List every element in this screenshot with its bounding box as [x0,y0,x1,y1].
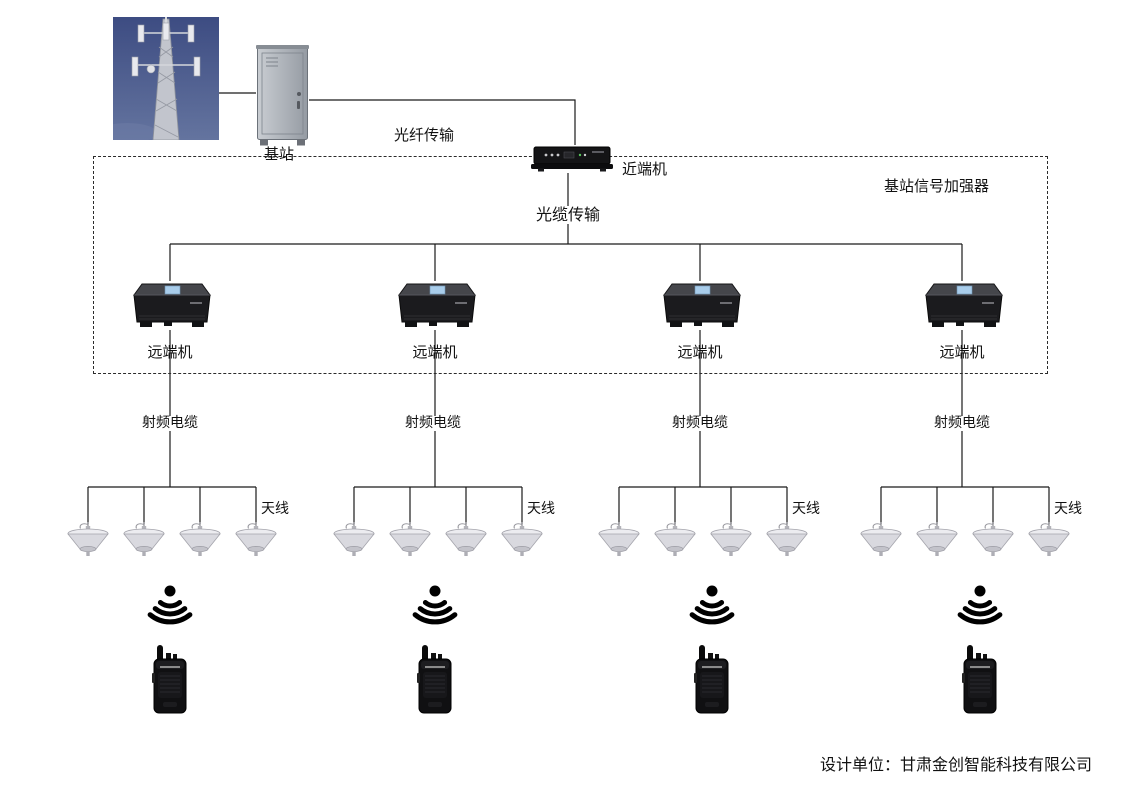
rf-cable-label: 射频电缆 [931,415,993,432]
remote-unit-image [133,283,211,328]
antenna-label: 天线 [1054,501,1082,517]
fiber-link-label: 光纤传输 [394,126,455,144]
ceiling-antenna-icon [972,522,1014,557]
near-end-unit-label: 近端机 [622,160,668,178]
ceiling-antenna-icon [179,522,221,557]
signal-waves-icon [146,583,194,629]
ceiling-antenna-icon [860,522,902,557]
remote-unit-label: 远端机 [412,343,458,361]
ceiling-antenna-icon [389,522,431,557]
signal-waves-icon [688,583,736,629]
ceiling-antenna-icon [67,522,109,557]
designer-credit: 设计单位：甘肃金创智能科技有限公司 [820,755,1093,774]
walkie-talkie-icon [694,645,729,714]
optical-cable-label: 光缆传输 [532,206,604,224]
ceiling-antenna-icon [598,522,640,557]
antenna-label: 天线 [527,501,555,517]
rf-cable-label: 射频电缆 [139,415,201,432]
near-end-unit-image [530,146,614,172]
ceiling-antenna-icon [235,522,277,557]
ceiling-antenna-icon [501,522,543,557]
ceiling-antenna-icon [445,522,487,557]
walkie-talkie-icon [962,645,997,714]
ceiling-antenna-icon [1028,522,1070,557]
remote-unit-image [663,283,741,328]
antenna-label: 天线 [261,501,289,517]
amplifier-system-label: 基站信号加强器 [884,177,990,195]
remote-unit-image [398,283,476,328]
ceiling-antenna-icon [710,522,752,557]
antenna-label: 天线 [792,501,820,517]
base-station-label: 基站 [264,145,295,163]
signal-waves-icon [956,583,1004,629]
remote-unit-label: 远端机 [677,343,723,361]
ceiling-antenna-icon [766,522,808,557]
ceiling-antenna-icon [333,522,375,557]
remote-unit-label: 远端机 [147,343,193,361]
outdoor-cabinet-image [256,45,309,146]
rf-cable-label: 射频电缆 [669,415,731,432]
cell-tower-photo [113,17,219,140]
rf-cable-label: 射频电缆 [402,415,464,432]
signal-waves-icon [411,583,459,629]
walkie-talkie-icon [417,645,452,714]
remote-unit-image [925,283,1003,328]
ceiling-antenna-icon [654,522,696,557]
walkie-talkie-icon [152,645,187,714]
remote-unit-label: 远端机 [939,343,985,361]
ceiling-antenna-icon [123,522,165,557]
ceiling-antenna-icon [916,522,958,557]
